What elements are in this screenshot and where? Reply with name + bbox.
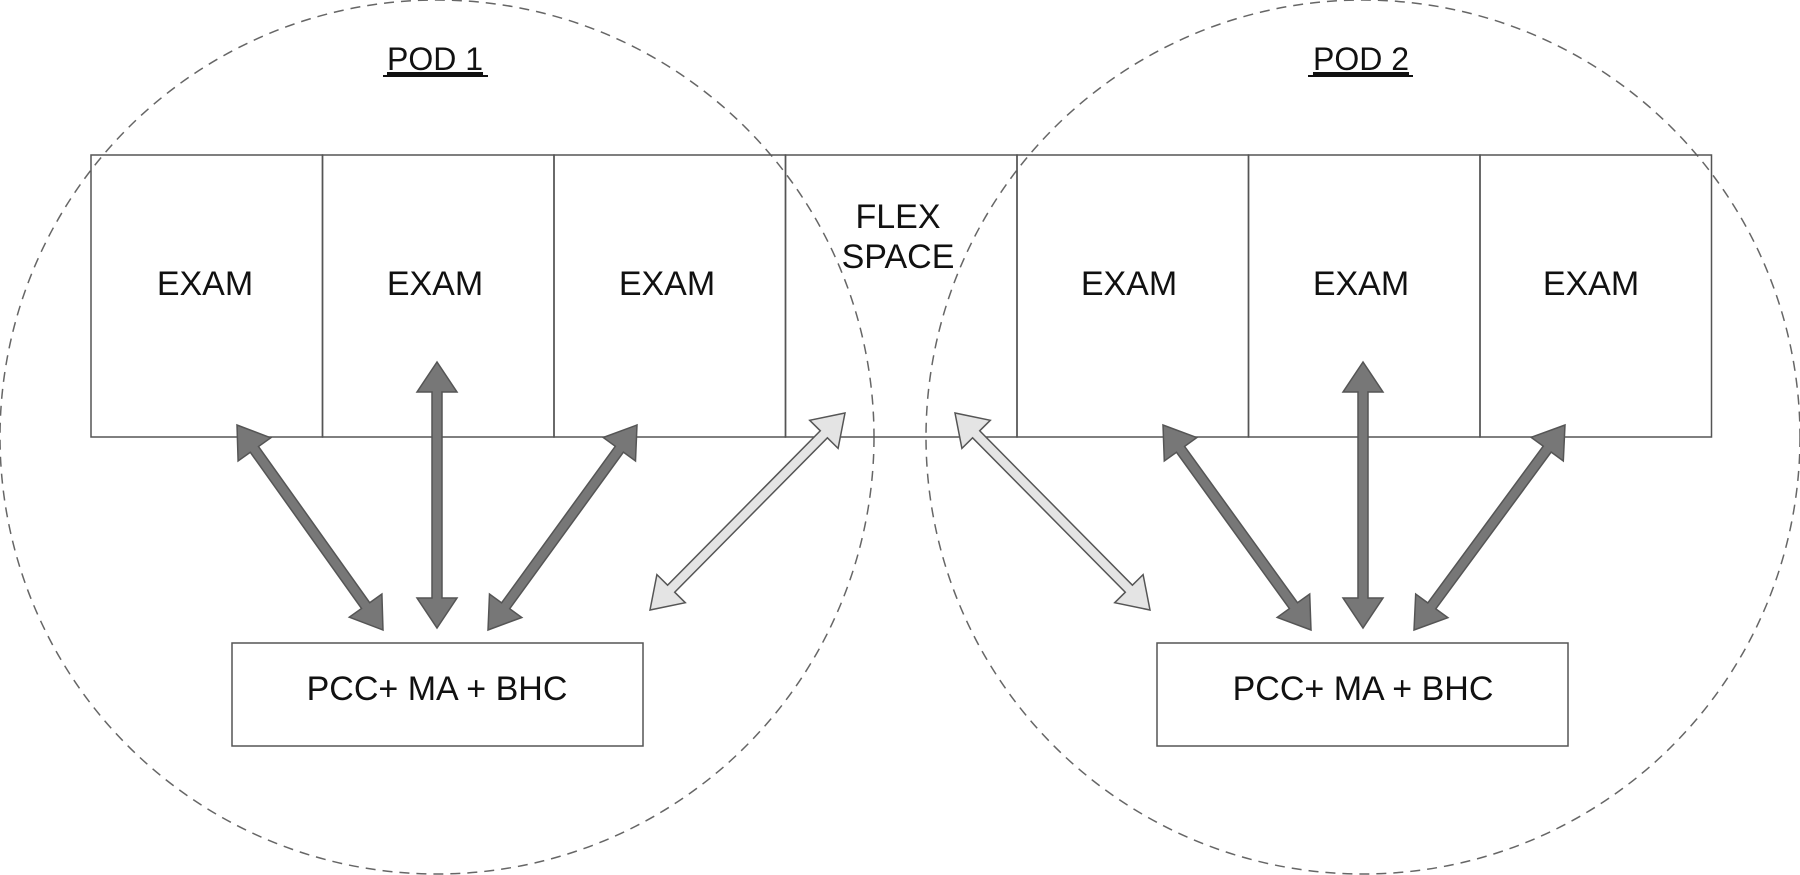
room-exam-4-label: EXAM xyxy=(1081,265,1177,303)
pod-1-team-label: PCC+ MA + BHC xyxy=(307,670,568,708)
room-exam-1-label: EXAM xyxy=(157,265,253,303)
pod-2-arrow-flex xyxy=(954,412,1151,611)
pod-2-team-label: PCC+ MA + BHC xyxy=(1233,670,1494,708)
room-exam-2-label: EXAM xyxy=(387,265,483,303)
pod-2-boundary xyxy=(925,0,1800,875)
pod-1-arrow-exam-1 xyxy=(236,423,384,632)
room-flex-label-line-2: SPACE xyxy=(842,238,955,276)
room-exam-6-label: EXAM xyxy=(1543,265,1639,303)
pod-1-arrow-exam-3 xyxy=(487,423,638,632)
room-exam-6 xyxy=(1479,154,1713,438)
room-exam-5-label: EXAM xyxy=(1313,265,1409,303)
pod-2-title: POD 2 xyxy=(1313,41,1409,77)
pod-2-arrow-exam-5 xyxy=(1341,360,1385,630)
pod-1-title: POD 1 xyxy=(387,41,483,77)
pod-1-arrow-flex xyxy=(649,412,846,611)
pod-2-arrow-exam-6 xyxy=(1413,423,1566,632)
pod-1-arrow-exam-2 xyxy=(415,360,459,630)
pod-2-arrow-exam-4 xyxy=(1162,423,1312,632)
pod-2-team-box xyxy=(1156,642,1569,747)
room-exam-3-label: EXAM xyxy=(619,265,715,303)
room-flex-label-line-1: FLEX xyxy=(855,198,940,236)
pod-1-team-box xyxy=(231,642,644,747)
arrow-group xyxy=(236,360,1566,632)
